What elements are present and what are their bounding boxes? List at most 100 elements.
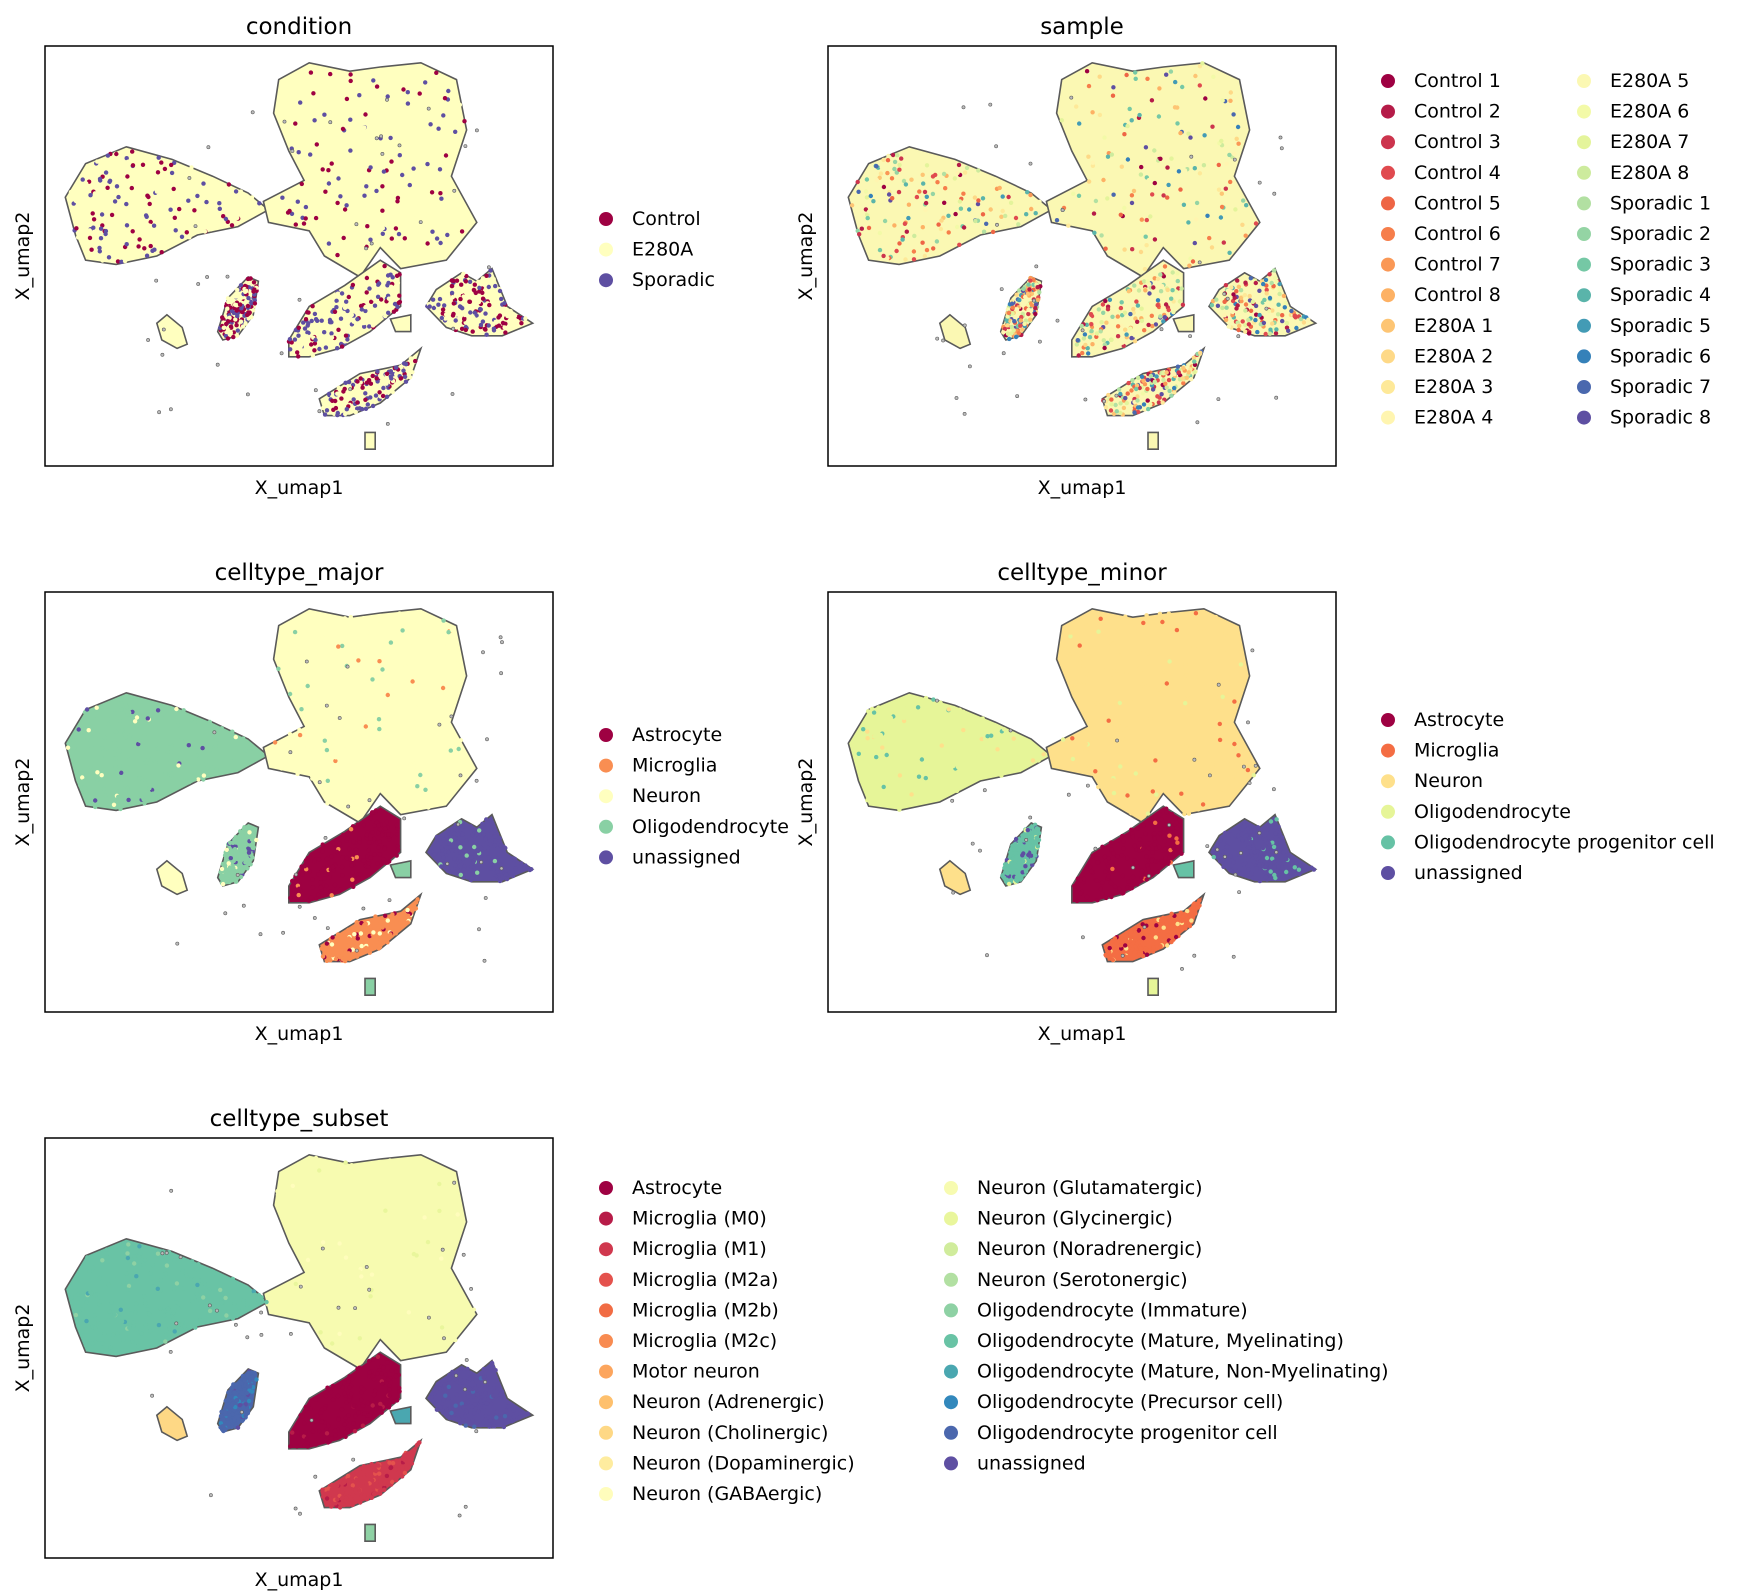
scatter-point: [401, 87, 406, 92]
scatter-point: [462, 119, 467, 124]
outlier-point: [1231, 954, 1236, 959]
scatter-point: [1125, 726, 1130, 731]
scatter-point: [1143, 234, 1148, 239]
legend-item: Control 7: [1381, 254, 1501, 276]
scatter-point: [491, 1393, 496, 1399]
scatter-point: [897, 241, 902, 246]
scatter-point: [1251, 826, 1257, 831]
scatter-point: [438, 240, 443, 246]
scatter-point: [434, 834, 440, 840]
scatter-point: [1041, 752, 1046, 757]
scatter-point: [357, 179, 362, 184]
scatter-point: [1158, 156, 1163, 161]
scatter-point: [370, 373, 375, 379]
scatter-point: [1135, 826, 1141, 831]
legend-marker: [944, 1211, 958, 1226]
scatter-point: [491, 1385, 497, 1391]
scatter-point: [1139, 164, 1144, 170]
scatter-point: [435, 1176, 440, 1182]
scatter-point: [235, 287, 240, 293]
scatter-point: [1088, 682, 1094, 688]
scatter-point: [1178, 910, 1184, 915]
scatter-point: [330, 935, 335, 940]
scatter-point: [330, 1383, 336, 1389]
scatter-point: [87, 1269, 92, 1274]
scatter-point: [382, 826, 388, 831]
legend-label: Neuron (Cholinergic): [632, 1422, 828, 1444]
scatter-point: [1006, 310, 1012, 316]
scatter-point: [491, 326, 497, 331]
scatter-point: [440, 718, 446, 723]
outlier-point: [325, 926, 330, 931]
scatter-point: [1122, 132, 1127, 137]
scatter-point: [483, 1390, 488, 1396]
scatter-point: [1185, 908, 1190, 914]
scatter-point: [97, 249, 103, 254]
scatter-point: [176, 763, 181, 768]
scatter-point: [956, 162, 962, 168]
scatter-point: [443, 1386, 448, 1392]
x-axis-label: X_umap1: [255, 1023, 344, 1045]
scatter-point: [1023, 212, 1029, 217]
scatter-point: [1012, 319, 1017, 324]
scatter-point: [472, 1402, 478, 1407]
scatter-point: [237, 1384, 242, 1390]
scatter-point: [181, 1286, 187, 1291]
legend-marker: [1577, 257, 1591, 272]
scatter-point: [483, 311, 488, 316]
scatter-point: [358, 257, 364, 262]
scatter-point: [302, 326, 308, 331]
scatter-point: [389, 794, 394, 799]
scatter-point: [487, 819, 493, 824]
scatter-point: [1086, 351, 1091, 356]
scatter-point: [369, 1474, 375, 1479]
scatter-point: [190, 736, 195, 741]
scatter-point: [435, 1325, 440, 1330]
scatter-point: [354, 1477, 359, 1482]
scatter-point: [387, 1460, 392, 1465]
outlier-point: [941, 338, 946, 343]
scatter-point: [464, 1408, 469, 1414]
scatter-point: [502, 1414, 508, 1419]
scatter-point: [1240, 222, 1245, 227]
scatter-point: [913, 726, 918, 732]
scatter-point: [1283, 300, 1288, 306]
scatter-point: [1035, 297, 1041, 303]
scatter-point: [312, 858, 317, 864]
scatter-point: [1108, 408, 1114, 413]
scatter-point: [346, 951, 351, 956]
scatter-point: [1133, 926, 1138, 931]
scatter-point: [347, 1385, 352, 1390]
scatter-point: [1144, 613, 1149, 618]
scatter-point: [443, 759, 449, 764]
scatter-point: [962, 755, 967, 760]
scatter-point: [357, 872, 363, 877]
scatter-point: [93, 1293, 98, 1298]
scatter-point: [866, 709, 871, 714]
scatter-point: [1094, 878, 1100, 883]
scatter-point: [1253, 317, 1258, 323]
legend-item: Microglia (M2c): [599, 1330, 777, 1352]
scatter-point: [73, 198, 79, 204]
scatter-point: [1222, 299, 1227, 304]
scatter-point: [326, 181, 332, 186]
scatter-point: [419, 634, 424, 640]
scatter-point: [323, 947, 329, 953]
scatter-point: [1246, 322, 1252, 327]
scatter-point: [1268, 848, 1273, 854]
cluster-astro: [1071, 805, 1185, 904]
scatter-point: [1153, 820, 1158, 825]
scatter-point: [275, 1189, 280, 1194]
scatter-point: [1192, 901, 1197, 906]
scatter-point: [310, 877, 315, 882]
scatter-point: [1294, 325, 1299, 331]
scatter-point: [390, 389, 395, 395]
scatter-point: [379, 297, 384, 302]
scatter-point: [434, 236, 440, 241]
scatter-point: [1222, 830, 1228, 836]
scatter-point: [1247, 293, 1252, 299]
legend-label: Microglia (M2b): [632, 1299, 779, 1321]
scatter-point: [243, 321, 248, 326]
scatter-point: [1165, 165, 1170, 170]
scatter-point: [136, 244, 141, 249]
